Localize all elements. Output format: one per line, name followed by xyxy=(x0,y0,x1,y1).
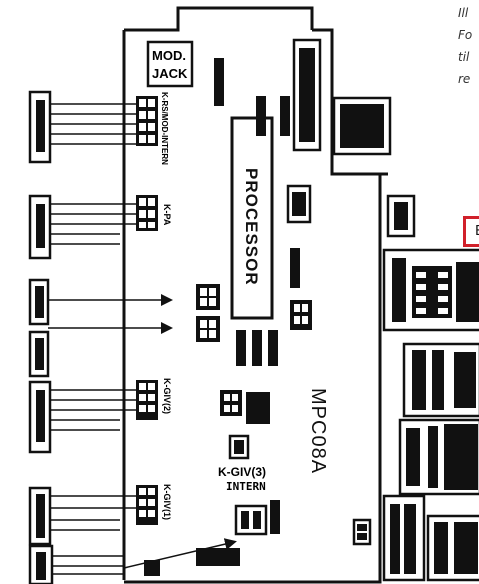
board-name: MPC08A xyxy=(307,388,329,474)
arrow-wires xyxy=(48,294,237,569)
right-block-pinholes xyxy=(416,272,448,314)
mod-jack-box: MOD. JACK xyxy=(146,40,194,88)
side-note-line-4: re xyxy=(458,72,471,86)
red-highlight-tag: E xyxy=(463,216,479,247)
k-giv3-label: K-GIV(3) xyxy=(218,465,266,479)
mod-jack-line-2: JACK xyxy=(152,66,188,81)
board-outline xyxy=(122,6,388,584)
side-note-text: Ill Fo til re xyxy=(458,2,479,90)
k-giv3-intern: K-GIV(3) INTERN xyxy=(218,390,270,493)
connector-k-pa-label: K-PA xyxy=(162,204,172,226)
connector-k-rs: K-RS/MOD-INTERN xyxy=(136,92,169,165)
left-wires xyxy=(50,103,136,575)
connector-k-rs-label: K-RS/MOD-INTERN xyxy=(160,92,169,165)
bottom-blocks xyxy=(144,500,372,576)
intern-label: INTERN xyxy=(226,480,266,493)
processor-label: PROCESSOR xyxy=(242,168,261,286)
side-note-line-3: til xyxy=(458,50,470,64)
connector-k-giv1: K-GIV(1) xyxy=(136,484,172,525)
center-blocks xyxy=(196,38,322,366)
side-note-line-1: Ill xyxy=(458,6,469,20)
connector-k-pa: K-PA xyxy=(136,195,172,231)
processor-chip: PROCESSOR xyxy=(230,116,274,320)
connector-k-giv2-label: K-GIV(2) xyxy=(162,378,172,414)
connector-k-giv2: K-GIV(2) xyxy=(136,378,172,420)
side-note-line-2: Fo xyxy=(458,28,473,42)
left-box-glyphs xyxy=(35,100,46,580)
connector-k-giv1-label: K-GIV(1) xyxy=(162,484,172,520)
mod-jack-line-1: MOD. xyxy=(152,48,186,63)
